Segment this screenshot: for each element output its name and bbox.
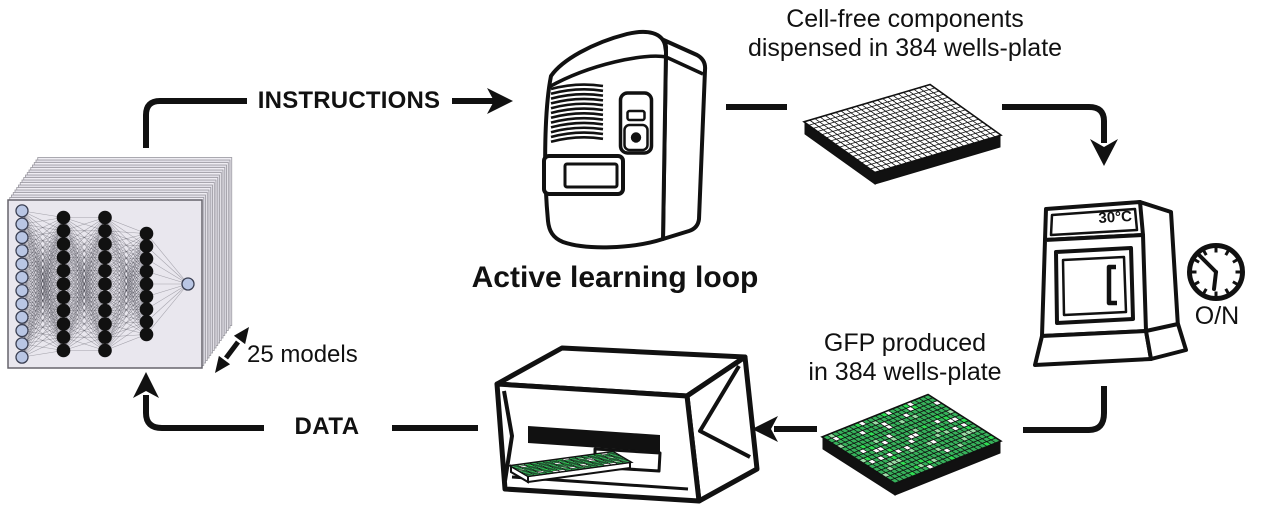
wellplate-empty-icon xyxy=(802,83,1003,185)
vent-grille-icon xyxy=(550,83,604,144)
data-label: DATA xyxy=(294,413,360,440)
plate-to-incubator-arrow xyxy=(1002,104,1118,166)
data-arrow xyxy=(133,372,478,431)
incubator-door-handle xyxy=(1106,264,1117,306)
dispense-caption: Cell-free components dispensed in 384 we… xyxy=(700,5,1110,63)
diagram-title: Active learning loop xyxy=(471,261,759,294)
incubator-icon xyxy=(1033,200,1188,367)
gfp-caption-line2: in 384 wells-plate xyxy=(808,358,1002,386)
clock-icon xyxy=(1187,243,1245,301)
neural-network-icon xyxy=(15,204,195,364)
instructions-arrow xyxy=(143,88,513,148)
dispense-caption-line1: Cell-free components xyxy=(786,5,1024,33)
gfp-caption: GFP produced in 384 wells-plate xyxy=(755,329,1055,387)
gfp-caption-line1: GFP produced xyxy=(823,329,987,357)
reader-plate-mini-icon xyxy=(507,450,634,484)
reader-slot xyxy=(528,426,660,452)
stack-depth-arrow-icon xyxy=(215,327,249,373)
incubator-display xyxy=(1049,207,1139,237)
instructions-label: INSTRUCTIONS xyxy=(257,87,441,114)
incubator-to-plate-arrow xyxy=(1023,386,1107,433)
models-count-label: 25 models xyxy=(247,341,358,368)
plate-to-reader-arrow xyxy=(752,416,817,442)
liquid-handler-icon xyxy=(542,29,708,250)
wellplate-gfp-icon xyxy=(820,393,1003,496)
dispense-caption-line2: dispensed in 384 wells-plate xyxy=(747,34,1063,62)
overnight-label: O/N xyxy=(1194,302,1240,330)
